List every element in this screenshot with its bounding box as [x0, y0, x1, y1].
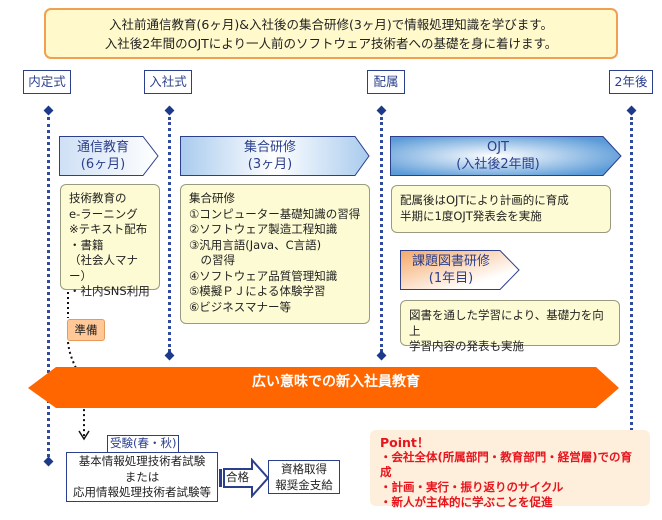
phase-book-training-duration: (1年目) [428, 271, 474, 286]
phase-ojt-duration: (入社後2年間) [456, 157, 540, 172]
point-item: ・計画・実行・振り返りのサイクル [380, 480, 564, 494]
prep-badge: 準備 [67, 319, 105, 341]
note-line: （社会人マナー） [69, 253, 138, 283]
timeline-diamond-icon [164, 350, 175, 361]
broad-education-arrow [28, 367, 619, 408]
phase-book-training: 課題図書研修 (1年目) [400, 250, 520, 290]
note-book-training: 図書を通した学習により、基礎力を向上 学習内容の発表も実施 [400, 300, 620, 353]
note-line: 集合研修 [189, 191, 235, 205]
note-line: ②ソフトウェア製造工程知識 [189, 222, 338, 236]
timeline-diamond-icon [626, 105, 637, 116]
note-line: ①コンピューター基礎知識の習得 [189, 206, 361, 221]
milestone-haizoku: 配属 [367, 70, 405, 94]
timeline-line-nyushashiki [168, 117, 171, 352]
timeline-line-naiteishiki [47, 117, 50, 457]
timeline-line-haizoku [380, 117, 383, 352]
pass-arrow [219, 458, 270, 498]
phase-correspondence: 通信教育 (6ヶ月) [59, 136, 159, 176]
timeline-line-2years [630, 117, 633, 437]
note-ojt: 配属後はOJTにより計画的に育成 半期に1度OJT発表会を実施 [391, 185, 611, 233]
note-line: 学習内容の発表も実施 [409, 339, 524, 353]
pass-label: 合格 [226, 470, 249, 484]
phase-correspondence-title: 通信教育 [76, 140, 129, 155]
milestone-naiteishiki: 内定式 [23, 70, 71, 94]
phase-ojt-title: OJT [486, 140, 509, 155]
broad-education-label: 広い意味での新入社員教育 [252, 374, 420, 390]
summary-line-1: 入社前通信教育(6ヶ月)&入社後の集合研修(3ヶ月)で情報処理知識を学びます。 [109, 17, 553, 32]
point-item: ・新人が主体的に学ぶことを促進 [380, 495, 553, 509]
note-line: ・社内SNS利用 [69, 284, 150, 298]
phase-ojt: OJT (入社後2年間) [390, 136, 622, 176]
result-line: 資格取得 [281, 462, 327, 476]
timeline-diamond-icon [43, 456, 54, 467]
note-line: ⑥ビジネスマナー等 [189, 299, 291, 314]
note-line: 半期に1度OJT発表会を実施 [400, 208, 542, 223]
milestone-2years: 2年後 [609, 70, 653, 94]
prep-path [67, 292, 90, 441]
result-box: 資格取得 報奨金支給 [268, 460, 340, 494]
note-line: ※テキスト配布 [69, 222, 148, 236]
note-line: 配属後はOJTにより計画的に育成 [400, 193, 569, 207]
note-line: ④ソフトウェア品質管理知識 [189, 268, 338, 283]
timeline-diamond-icon [43, 105, 54, 116]
phase-group-training-duration: (3ヶ月) [247, 157, 293, 172]
summary-box: 入社前通信教育(6ヶ月)&入社後の集合研修(3ヶ月)で情報処理知識を学びます。 … [44, 8, 618, 59]
note-line: ③汎用言語(Java、C言語) [189, 237, 322, 252]
exam-box: 基本情報処理技術者試験 または 応用情報処理技術者試験等 [66, 452, 218, 502]
timeline-diamond-icon [164, 105, 175, 116]
phase-book-training-title: 課題図書研修 [411, 254, 490, 269]
note-group-training: 集合研修 ①コンピューター基礎知識の習得 ②ソフトウェア製造工程知識 ③汎用言語… [180, 184, 370, 324]
point-box: Point！ ・会社全体(所属部門・教育部門・経営層)での育成 ・計画・実行・振… [370, 430, 650, 509]
note-line: 図書を通した学習により、基礎力を向上 [409, 308, 604, 338]
summary-line-2: 入社後2年間のOJTにより一人前のソフトウェア技術者への基礎を身に着けます。 [104, 36, 558, 51]
exam-label: 受験(春・秋) [107, 435, 180, 452]
arrow-down-icon [78, 430, 90, 441]
result-line: 報奨金支給 [275, 477, 333, 492]
phase-arrow-shape [180, 136, 370, 176]
phase-arrow-shape [59, 136, 159, 176]
note-line: 技術教育の [69, 191, 127, 205]
milestone-nyushashiki: 入社式 [144, 70, 192, 94]
note-line: ⑤模擬ＰＪによる体験学習 [189, 284, 326, 298]
note-correspondence: 技術教育の e-ラーニング ※テキスト配布 ・書籍 （社会人マナー） ・社内SN… [60, 184, 160, 298]
point-item: ・会社全体(所属部門・教育部門・経営層)での育成 [380, 450, 633, 479]
phase-arrow-shape [390, 136, 622, 176]
note-line: e-ラーニング [69, 206, 138, 221]
phase-correspondence-duration: (6ヶ月) [80, 157, 126, 172]
phase-group-training-title: 集合研修 [243, 140, 296, 155]
note-line: ・書籍 [69, 237, 104, 252]
timeline-diamond-icon [376, 350, 387, 361]
note-line: の習得 [189, 253, 235, 267]
point-title: Point！ [380, 435, 430, 450]
phase-arrow-shape [400, 250, 520, 290]
phase-group-training: 集合研修 (3ヶ月) [180, 136, 370, 176]
timeline-diamond-icon [376, 105, 387, 116]
exam-line: または [124, 469, 160, 484]
exam-line: 応用情報処理技術者試験等 [73, 485, 211, 499]
exam-line: 基本情報処理技術者試験 [78, 454, 206, 468]
